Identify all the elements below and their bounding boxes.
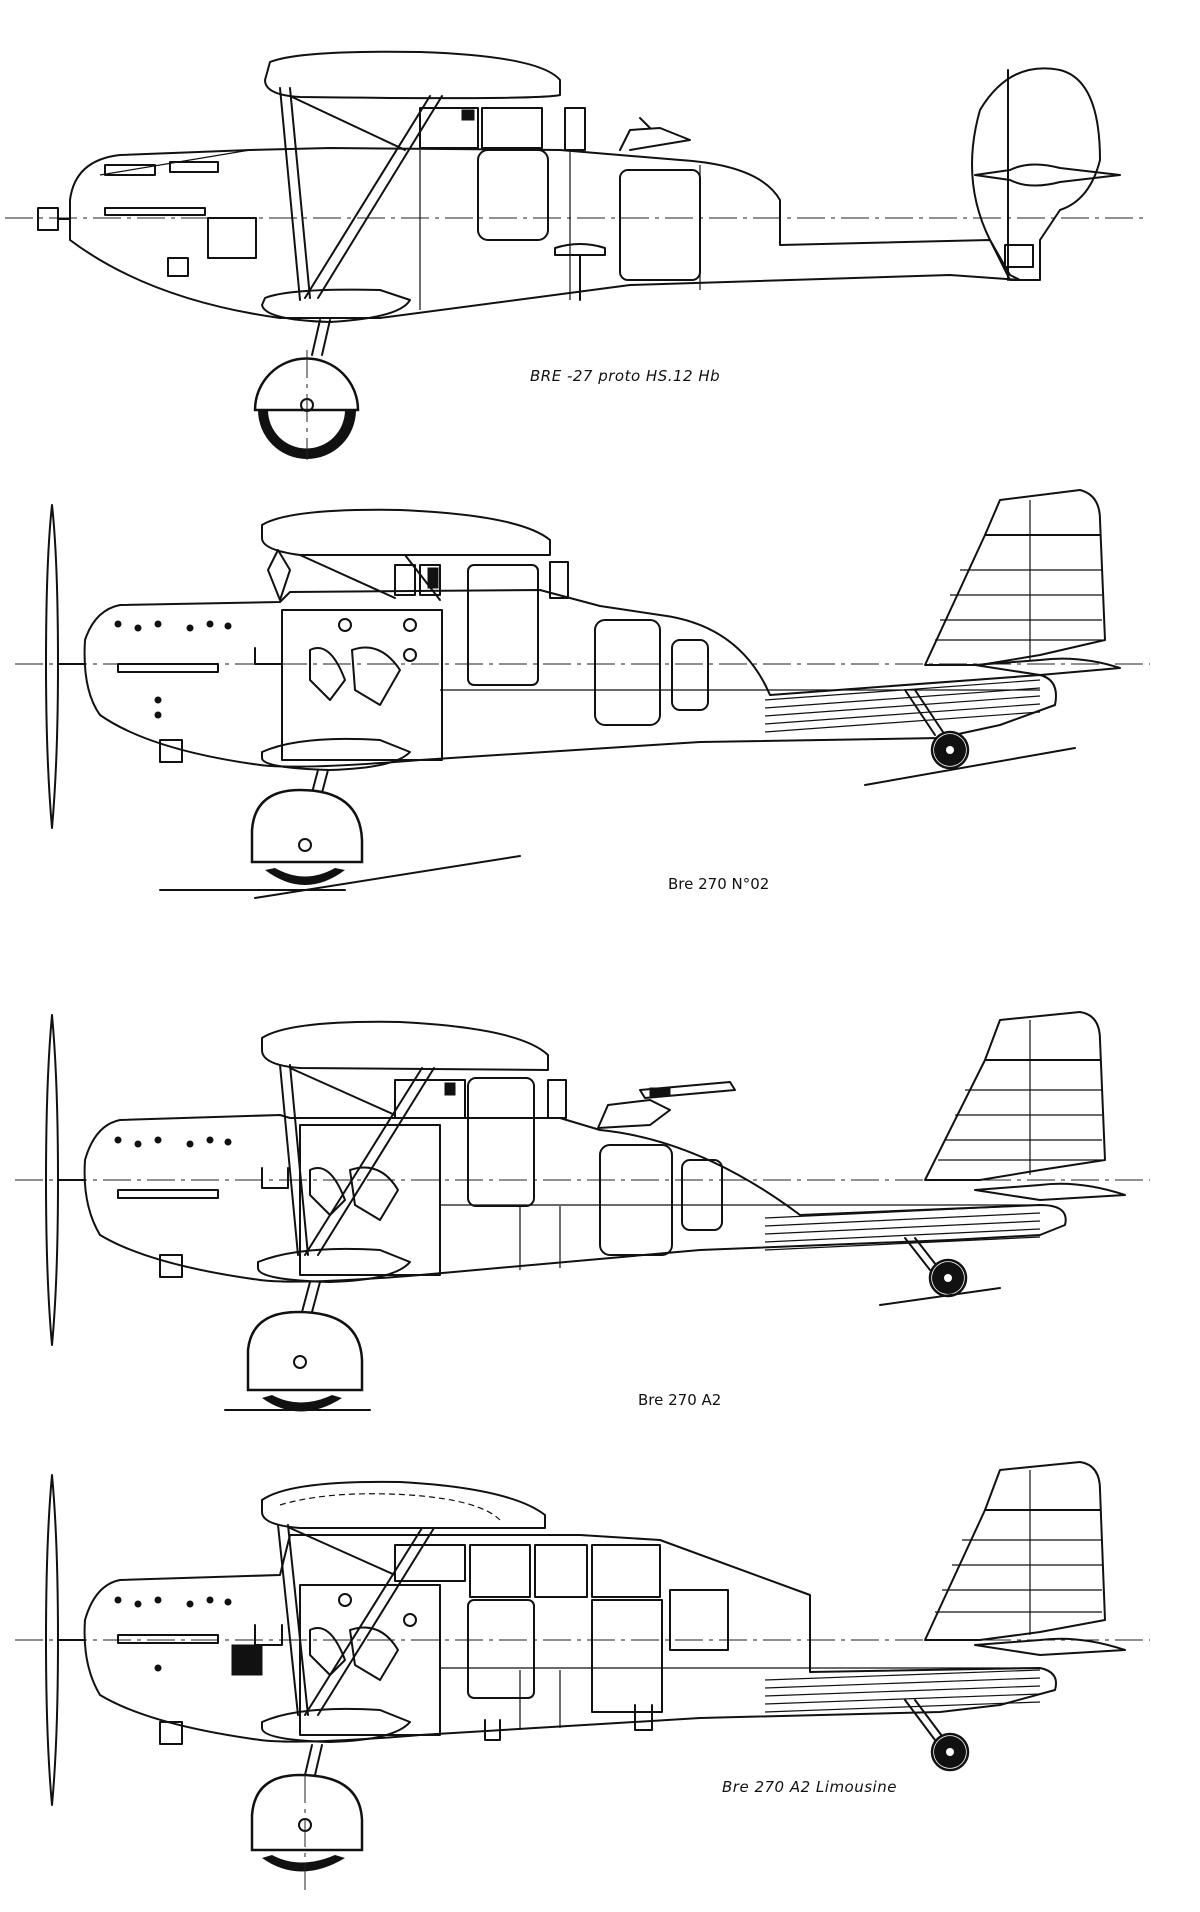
aircraft-profile-bre27-proto [5,50,1145,460]
aircraft-profile-bre270-n02 [15,489,1150,899]
caption-bre270-a2: Bre 270 A2 [638,1391,722,1409]
caption-bre270-n02: Bre 270 N°02 [668,875,770,893]
caption-bre27-proto: BRE -27 proto HS.12 Hb [530,367,721,385]
aircraft-profile-bre270-a2-limousine [15,1461,1150,1890]
aircraft-profile-bre270-a2 [15,1011,1150,1412]
caption-bre270-a2-limousine: Bre 270 A2 Limousine [722,1778,897,1796]
